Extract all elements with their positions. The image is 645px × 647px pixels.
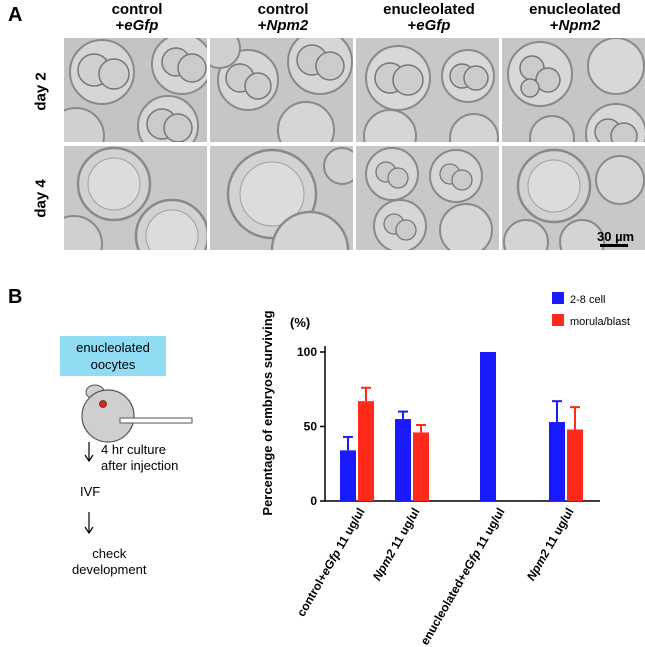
y-axis-unit: (%) — [290, 315, 310, 330]
column-title-3: enucleolated +eGfp — [383, 1, 475, 34]
micrograph-enucleolated-egfp-day4 — [356, 146, 499, 250]
panel-a-letter: A — [8, 4, 23, 26]
row-label-day-4: day 4 — [32, 179, 50, 218]
x-tick-label-1: Npm2 11 ug/ul — [370, 506, 423, 583]
ivf-step-text: IVF — [80, 484, 101, 499]
arrow-down-1 — [84, 442, 94, 462]
x-tick-label-0: control+eGfp 11 ug/ul — [294, 506, 368, 620]
micrograph-control-egfp-day4 — [64, 146, 207, 250]
y-tick-label-100: 100 — [297, 345, 317, 359]
micrograph-control-egfp-day2 — [64, 38, 207, 142]
legend-swatch-0 — [552, 292, 564, 304]
column-title-4: enucleolated +Npm2 — [529, 1, 621, 34]
row-label-day-2: day 2 — [32, 72, 50, 111]
micrograph-enucleolated-npm2-day4 — [502, 146, 645, 250]
micrograph-control-npm2-day2 — [210, 38, 353, 142]
x-tick-label-2: enucleolated+eGfp 11 ug/ul — [418, 506, 508, 647]
y-tick-label-50: 50 — [304, 420, 318, 434]
bar-morula-3 — [567, 429, 583, 501]
panel-b-letter: B — [8, 286, 23, 308]
micrograph-enucleolated-npm2-day2 — [502, 38, 645, 142]
x-tick-label-3: Npm2 11 ug/ul — [524, 506, 577, 583]
column-title-2: control +Npm2 — [257, 1, 309, 34]
column-title-1: control +eGfp — [111, 1, 163, 34]
oocyte-injection-diagram — [81, 384, 193, 443]
arrow-down-2 — [84, 512, 94, 534]
scale-bar-line — [600, 244, 628, 247]
micrograph-enucleolated-egfp-day2 — [356, 38, 499, 142]
bar-cell-2 — [480, 352, 496, 501]
bar-morula-1 — [413, 432, 429, 501]
y-axis-label: Percentage of embryos surviving — [260, 310, 275, 515]
legend-label-1: morula/blast — [570, 316, 630, 328]
culture-step-text: 4 hr culture after injection — [101, 442, 179, 473]
bar-morula-0 — [358, 401, 374, 501]
legend-label-0: 2-8 cell — [570, 294, 605, 306]
bar-cell-3 — [549, 422, 565, 501]
check-development-text: check development — [72, 546, 147, 577]
micrograph-control-npm2-day4 — [210, 146, 353, 250]
scale-bar-label: 30 µm — [597, 229, 635, 244]
enucleolated-oocytes-box: enucleolated oocytes — [60, 336, 166, 376]
bar-cell-0 — [340, 450, 356, 501]
legend-swatch-1 — [552, 314, 564, 326]
y-tick-label-0: 0 — [310, 494, 317, 508]
survival-bar-chart: Percentage of embryos surviving (%) 0 50 1… — [260, 292, 630, 647]
bar-cell-1 — [395, 419, 411, 501]
